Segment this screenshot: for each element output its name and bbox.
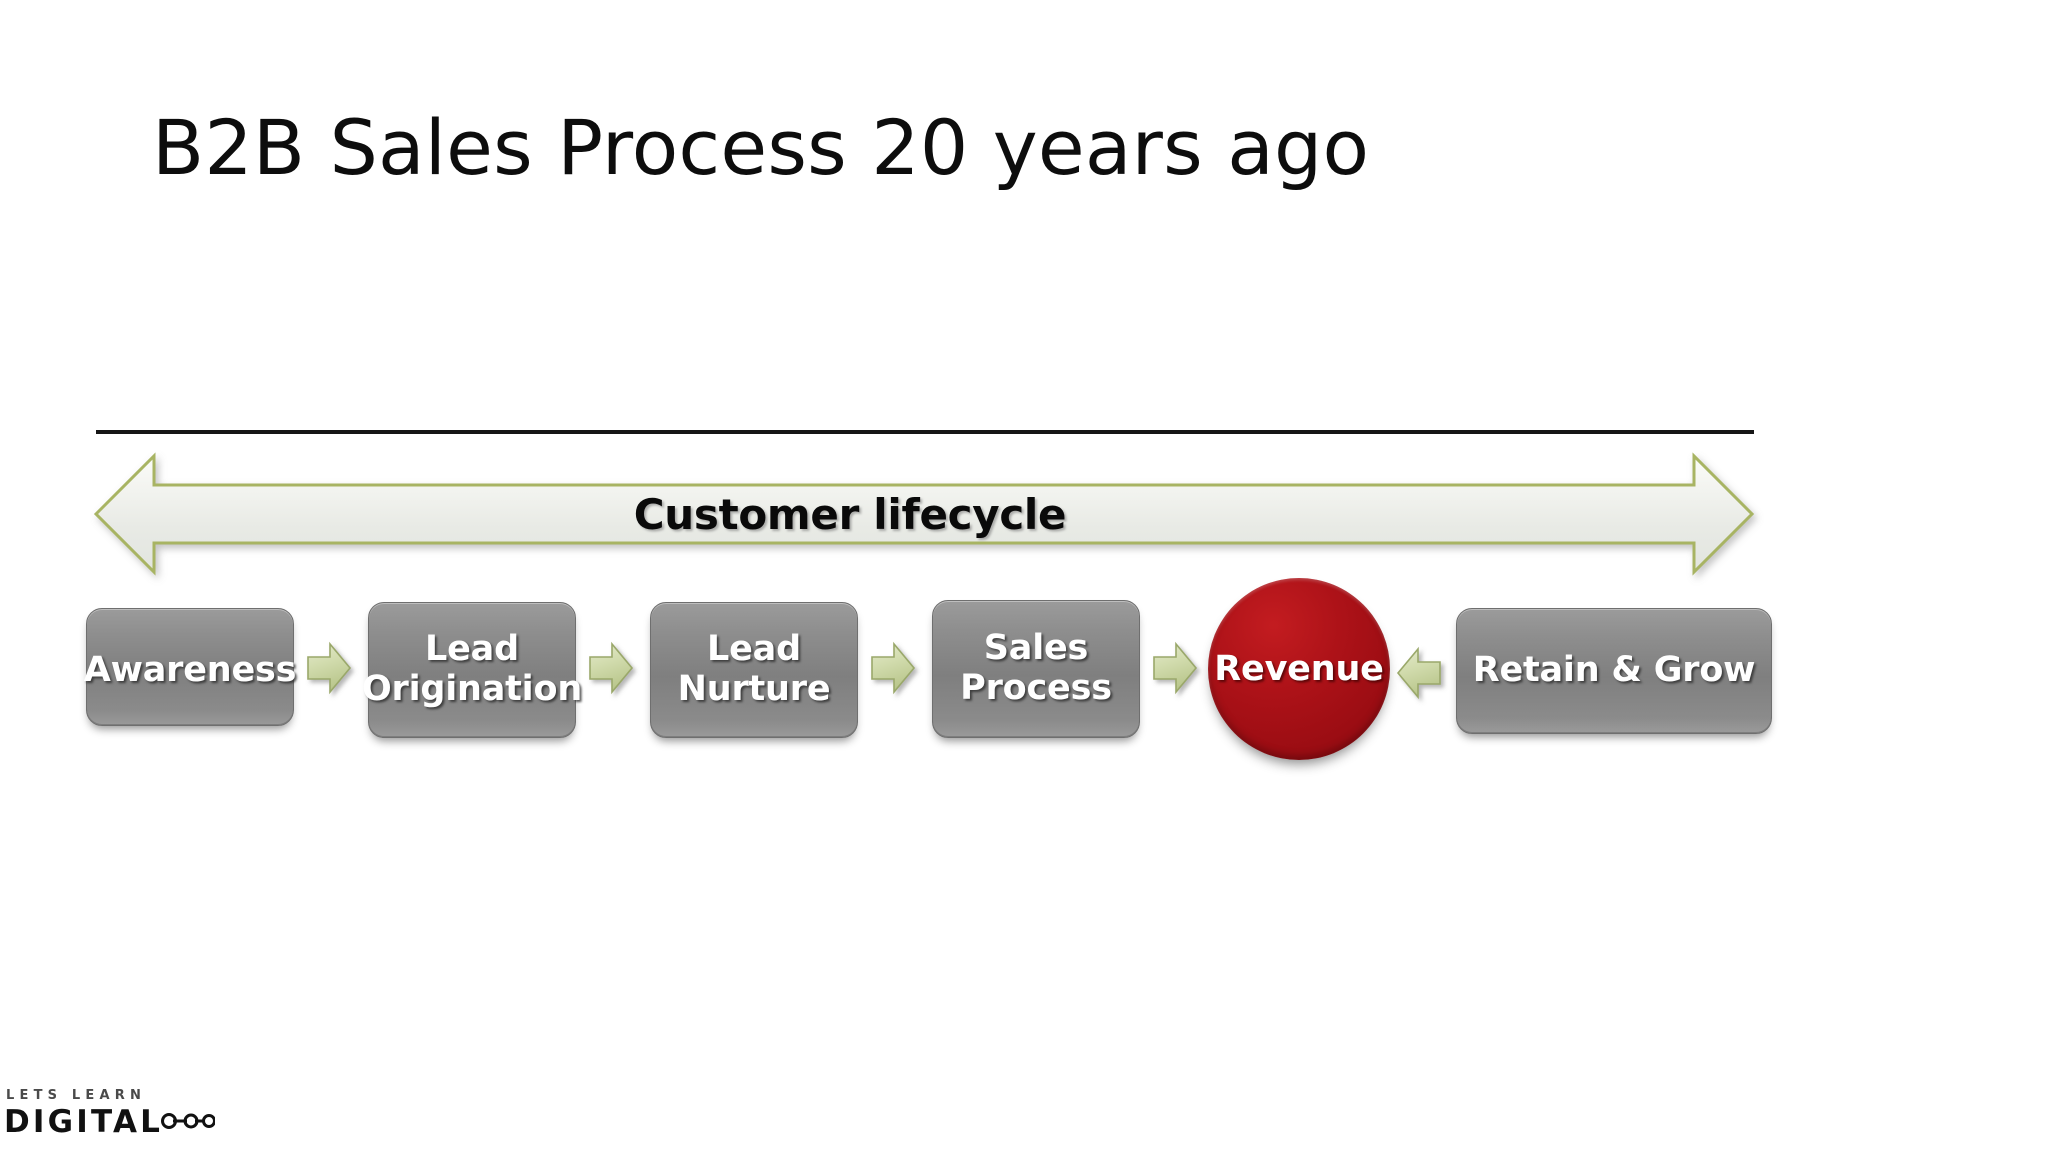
connector-arrow-right-icon	[588, 640, 634, 696]
process-step-retain-and-grow[interactable]: Retain & Grow	[1456, 608, 1772, 734]
process-step-label: Revenue	[1214, 649, 1384, 689]
connector-arrow-left-icon	[1396, 645, 1442, 701]
process-step-label: Awareness	[83, 650, 297, 691]
page-title: B2B Sales Process 20 years ago	[152, 103, 1370, 192]
connector-arrow-right-icon	[1152, 640, 1198, 696]
connector-arrow-right-icon	[306, 640, 352, 696]
process-step-label: Sales Process	[960, 628, 1112, 708]
process-step-revenue[interactable]: Revenue	[1208, 578, 1390, 760]
logo-tagline: LETS LEARN	[6, 1088, 147, 1103]
process-step-label: Lead Origination	[361, 629, 583, 709]
process-step-label: Lead Nurture	[677, 629, 831, 709]
horizontal-divider	[96, 430, 1754, 434]
process-step-label: Retain & Grow	[1472, 650, 1756, 691]
process-step-sales-process[interactable]: Sales Process	[932, 600, 1140, 738]
logo-wordmark-row: DIGITAL	[4, 1106, 264, 1138]
process-step-lead-nurture[interactable]: Lead Nurture	[650, 602, 858, 738]
process-step-awareness[interactable]: Awareness	[84, 608, 296, 726]
customer-lifecycle-arrow	[88, 444, 1760, 584]
connector-arrow-right-icon	[870, 640, 916, 696]
brand-logo: LETS LEARN DIGITAL	[4, 1088, 264, 1152]
process-step-lead-origination[interactable]: Lead Origination	[362, 602, 582, 738]
node-link-icon	[161, 1106, 217, 1137]
logo-wordmark: DIGITAL	[4, 1104, 164, 1140]
